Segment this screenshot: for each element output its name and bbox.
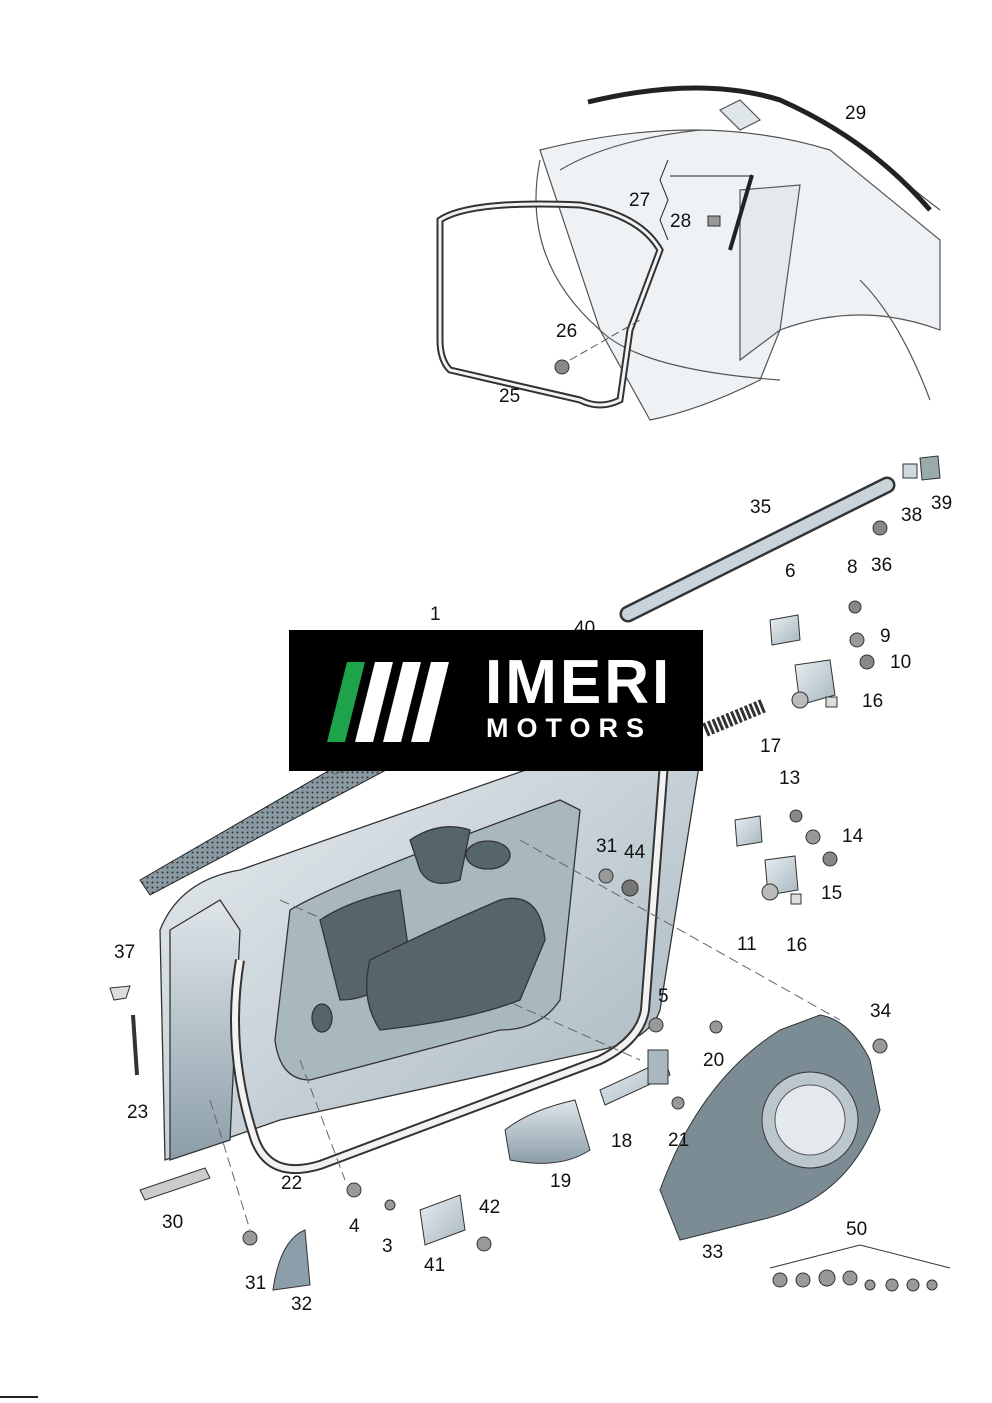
roof-seal xyxy=(587,85,932,212)
part-number-27: 27 xyxy=(629,190,650,211)
part-number-15: 15 xyxy=(821,883,842,904)
part-number-5: 5 xyxy=(658,986,669,1007)
part-number-50: 50 xyxy=(846,1219,867,1240)
logo-subtitle: MOTORS xyxy=(486,713,653,743)
part-number-18: 18 xyxy=(611,1131,632,1152)
part-number-16: 16 xyxy=(862,691,883,712)
part-number-29: 29 xyxy=(845,103,866,124)
part-number-9: 9 xyxy=(880,626,891,647)
part-number-38: 38 xyxy=(901,505,922,526)
part-number-25: 25 xyxy=(499,386,520,407)
part-number-11: 11 xyxy=(737,934,757,955)
part-number-8: 8 xyxy=(847,557,858,578)
part-number-3: 3 xyxy=(382,1236,393,1257)
screw-kit xyxy=(772,1269,938,1292)
part-number-17: 17 xyxy=(760,736,781,757)
part-number-36: 36 xyxy=(871,555,892,576)
part-number-6: 6 xyxy=(785,561,796,582)
part-number-14: 14 xyxy=(842,826,864,847)
logo-banner: IMERI MOTORS xyxy=(289,630,703,771)
part-number-35: 35 xyxy=(750,497,771,518)
lower-hinge xyxy=(734,809,838,905)
part-number-16: 16 xyxy=(786,935,807,956)
screws xyxy=(242,868,888,1252)
part-number-33: 33 xyxy=(702,1242,723,1263)
part-number-39: 39 xyxy=(931,493,952,514)
part-number-26: 26 xyxy=(556,321,577,342)
door-check-spring xyxy=(702,698,768,737)
part-number-42: 42 xyxy=(479,1197,500,1218)
part-number-23: 23 xyxy=(127,1102,148,1123)
part-number-31: 31 xyxy=(596,836,617,857)
upper-hinge xyxy=(769,600,875,709)
part-number-10: 10 xyxy=(890,652,911,673)
divider xyxy=(0,1396,38,1398)
part-number-22: 22 xyxy=(281,1173,302,1194)
part-number-20: 20 xyxy=(703,1050,724,1071)
grab-handle xyxy=(504,1099,591,1164)
part-number-28: 28 xyxy=(670,211,691,232)
part-number-13: 13 xyxy=(779,768,800,789)
part-number-21: 21 xyxy=(668,1130,689,1151)
rod xyxy=(619,476,896,623)
logo-title: IMERI xyxy=(485,648,673,717)
part-number-32: 32 xyxy=(291,1294,312,1315)
part-number-44: 44 xyxy=(624,842,646,863)
part-number-1: 1 xyxy=(430,604,441,625)
car-body-section xyxy=(535,99,941,421)
part-number-41: 41 xyxy=(424,1255,445,1276)
part-number-31: 31 xyxy=(245,1273,266,1294)
part-number-19: 19 xyxy=(550,1171,571,1192)
part-number-4: 4 xyxy=(349,1216,360,1237)
part-number-37: 37 xyxy=(114,942,135,963)
part-number-30: 30 xyxy=(162,1212,183,1233)
door-shell xyxy=(159,726,701,1161)
part-number-34: 34 xyxy=(870,1001,892,1022)
leader-lines xyxy=(209,649,841,1231)
